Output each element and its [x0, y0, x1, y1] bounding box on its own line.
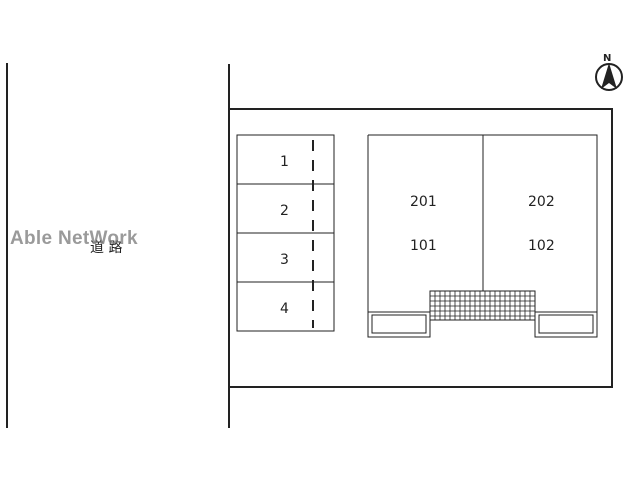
parking-number-2: 2	[280, 203, 289, 219]
parking-space	[236, 281, 335, 332]
site-boundary	[228, 108, 613, 388]
balcony-left	[367, 311, 431, 338]
building: 201 101 202 102	[367, 134, 598, 338]
balcony-right	[534, 311, 598, 338]
compass-label: N	[603, 53, 611, 64]
parking-number-4: 4	[280, 301, 289, 317]
unit-202: 202	[528, 194, 555, 210]
north-arrow-icon: N	[595, 53, 623, 91]
unit-101: 101	[410, 238, 437, 254]
parking-number-3: 3	[280, 252, 289, 268]
watermark: Able NetWork	[10, 228, 138, 249]
parking-number-1: 1	[280, 154, 289, 170]
unit-201: 201	[410, 194, 437, 210]
balcony-right-inner	[538, 314, 594, 334]
stair-grid	[429, 290, 536, 321]
parking-area: 1 2 3 4	[236, 134, 335, 332]
unit-102: 102	[528, 238, 555, 254]
balcony-left-inner	[371, 314, 427, 334]
road-label: 道 路	[90, 240, 122, 256]
